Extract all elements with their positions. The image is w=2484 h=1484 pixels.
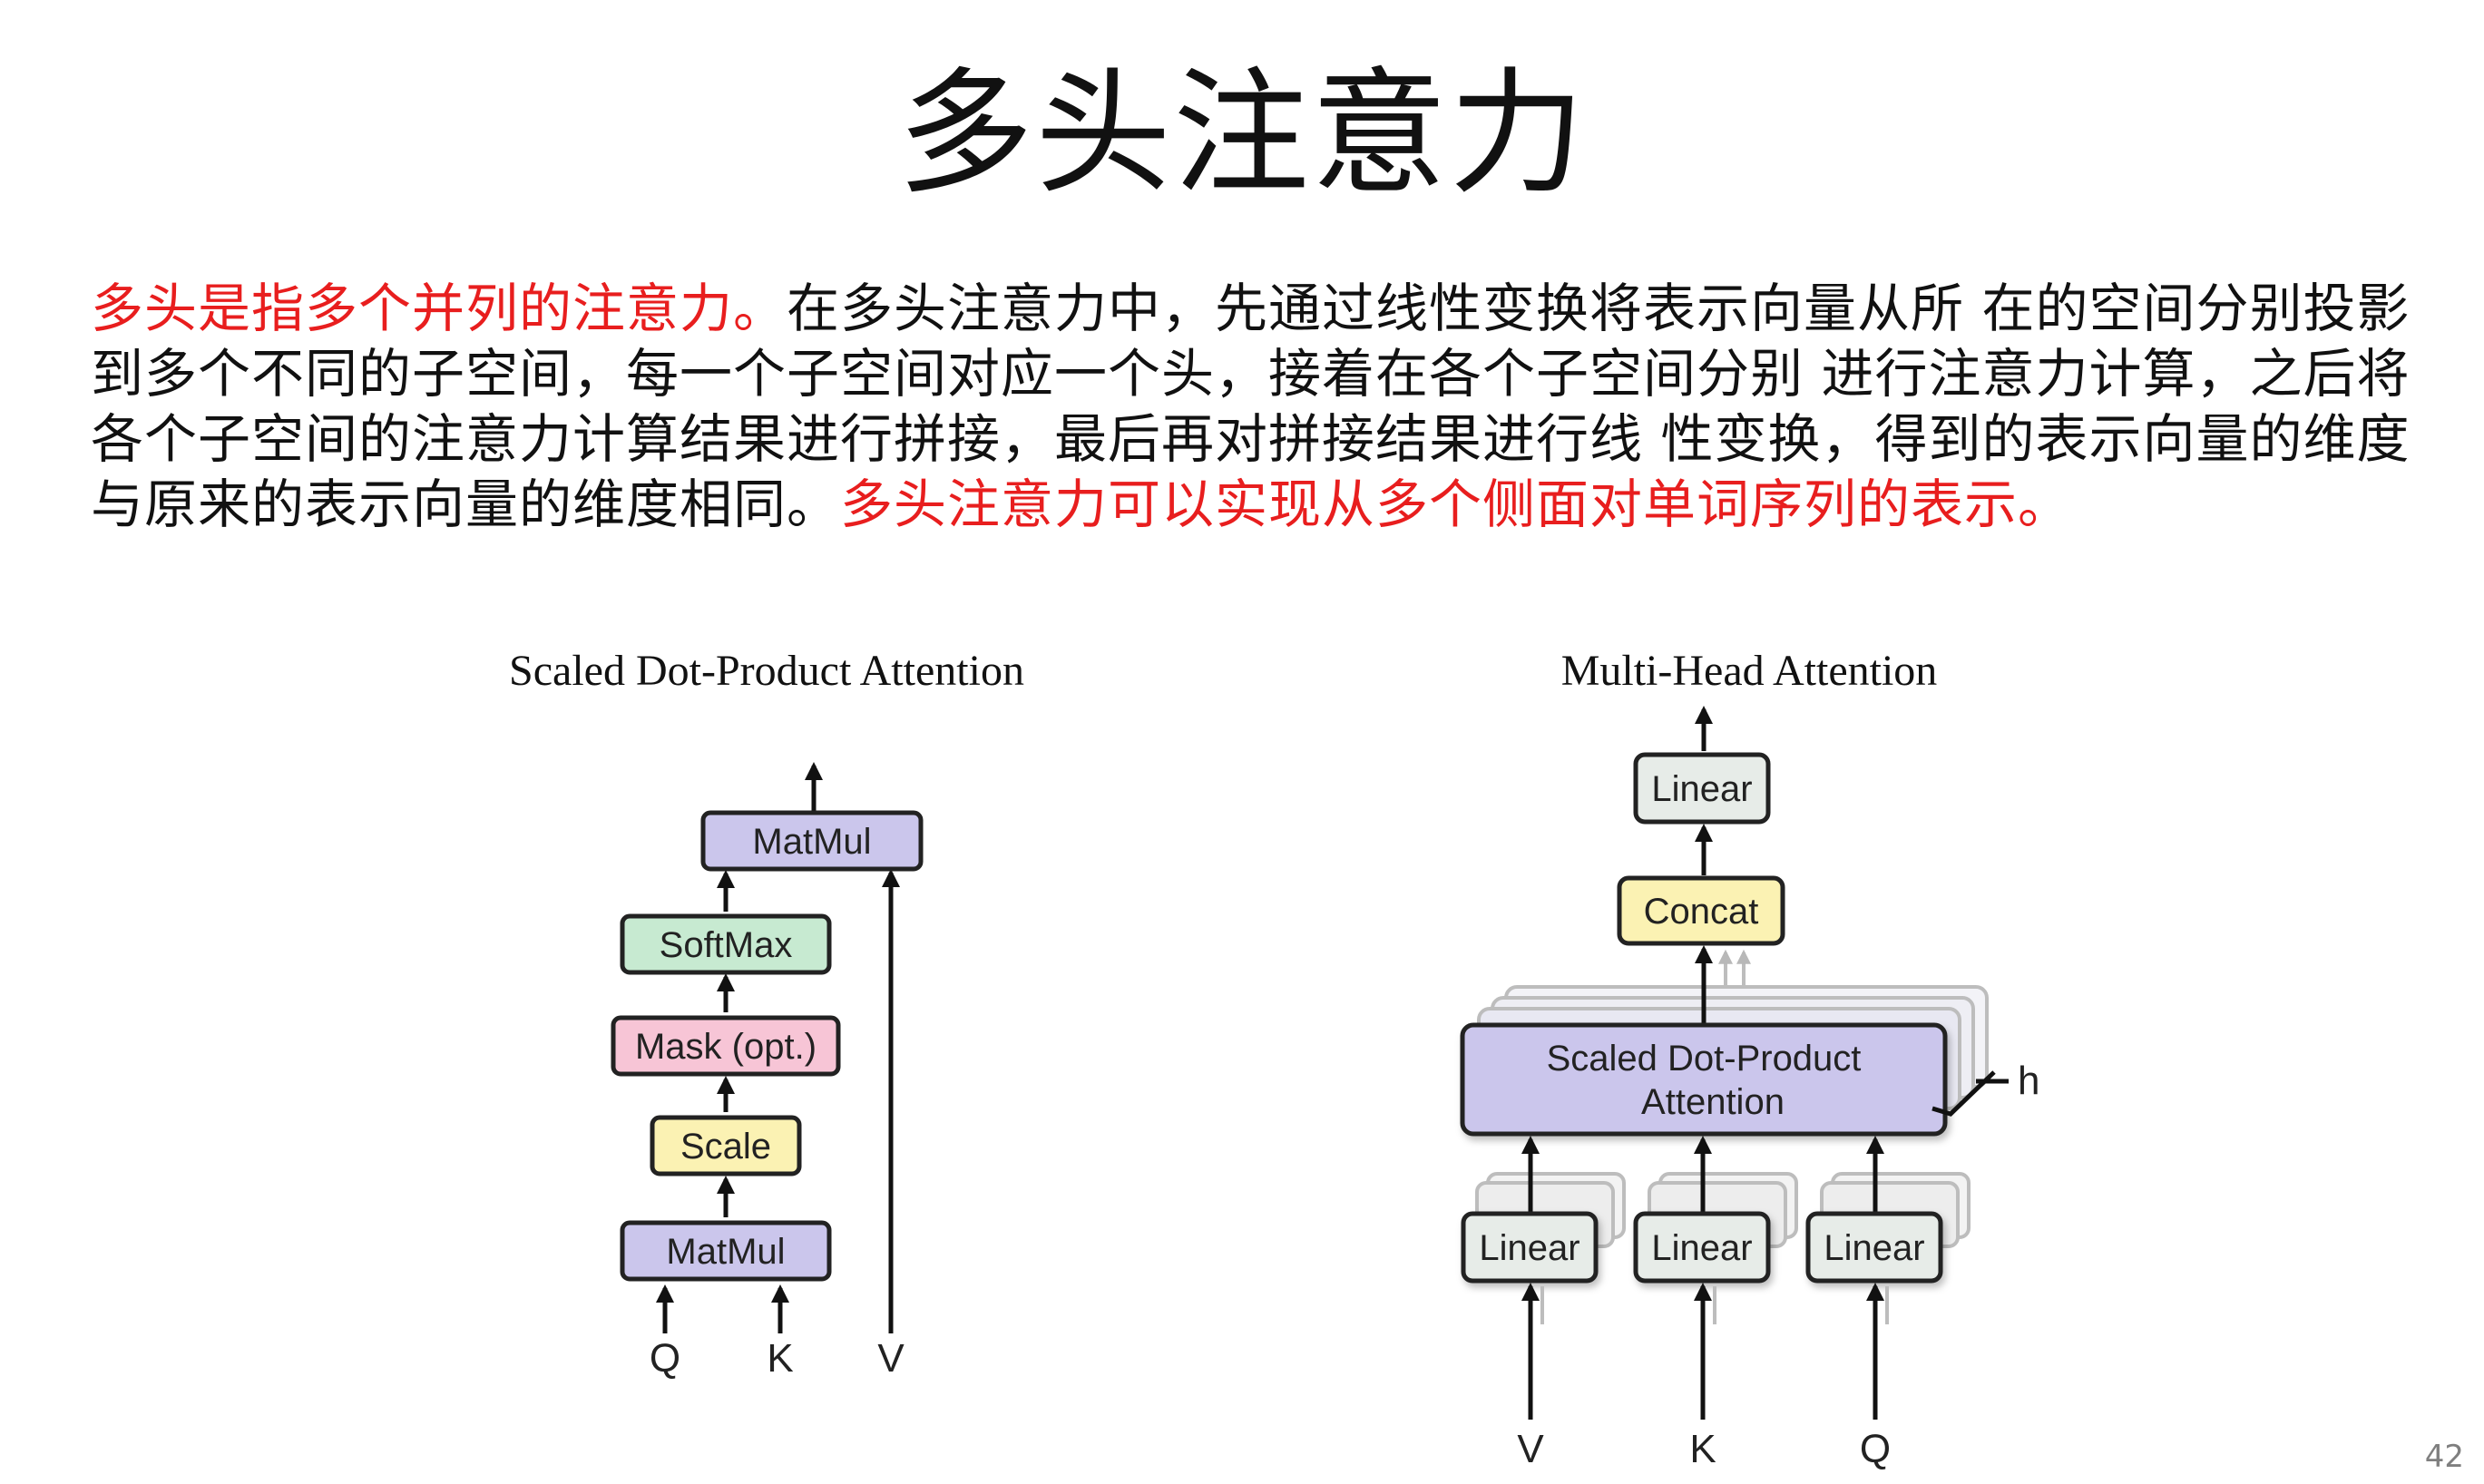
page-number: 42	[2424, 1439, 2464, 1475]
mask-box: Mask (opt.)	[611, 1015, 841, 1077]
scaled-dot-product-diagram: Scaled Dot-Product Attention MatMul Soft…	[509, 647, 1024, 1381]
left-diagram-title: Scaled Dot-Product Attention	[509, 647, 1024, 695]
right-input-q: Q	[1860, 1427, 1891, 1471]
mask-rect	[611, 1015, 841, 1077]
right-diagram-title: Multi-Head Attention	[1561, 647, 1938, 695]
softmax-rect	[620, 913, 832, 975]
concat-rect	[1617, 875, 1785, 946]
matmul-bottom-label: MatMul	[666, 1232, 785, 1272]
linear-top-label: Linear	[1651, 769, 1752, 809]
attention-label-line1: Scaled Dot-Product	[1547, 1039, 1862, 1079]
linear-k-rect	[1633, 1211, 1771, 1284]
linear-v-rect	[1461, 1211, 1599, 1284]
linear-q-label: Linear	[1824, 1228, 1924, 1268]
linear-k-label: Linear	[1651, 1228, 1752, 1268]
left-input-k: K	[767, 1336, 793, 1381]
slide-paragraph: 多头是指多个并列的注意力。在多头注意力中，先通过线性变换将表示向量从所 在的空间…	[91, 276, 2431, 537]
linear-q-rect	[1805, 1211, 1943, 1284]
left-input-q: Q	[650, 1336, 680, 1381]
mask-label: Mask (opt.)	[635, 1027, 817, 1067]
paragraph-red-tail: 多头注意力可以实现从多个侧面对单词序列的表示。	[840, 474, 2072, 535]
heads-bracket	[1931, 1070, 1996, 1117]
matmul-top-label: MatMul	[752, 822, 871, 862]
slide-title: 多头注意力	[896, 55, 1587, 213]
scale-box: Scale	[650, 1115, 802, 1176]
heads-label: h	[2018, 1059, 2039, 1103]
scale-label: Scale	[680, 1127, 771, 1167]
linear-top-box: Linear	[1633, 752, 1771, 825]
right-input-v: V	[1517, 1427, 1544, 1471]
multi-head-diagram: Multi-Head Attention Scaled Dot-Product …	[1460, 647, 2039, 1471]
matmul-top-box: MatMul	[700, 810, 924, 872]
softmax-label: SoftMax	[660, 925, 793, 965]
matmul-bottom-rect	[620, 1220, 832, 1282]
softmax-box: SoftMax	[620, 913, 832, 975]
paragraph-red-lead: 多头是指多个并列的注意力。	[91, 278, 787, 339]
attention-rect	[1460, 1022, 1948, 1137]
scaled-dot-product-attention-box: Scaled Dot-Product Attention	[1460, 1022, 1948, 1137]
right-input-k: K	[1689, 1427, 1716, 1471]
linear-top-rect	[1633, 752, 1771, 825]
paragraph-body: 在多头注意力中，先通过线性变换将表示向量从所 在的空间分别投影到多个不同的子空间…	[91, 278, 2411, 535]
matmul-top-rect	[700, 810, 924, 872]
scale-rect	[650, 1115, 802, 1176]
linear-v-label: Linear	[1479, 1228, 1579, 1268]
left-input-v: V	[877, 1336, 905, 1381]
attention-label-line2: Attention	[1641, 1082, 1785, 1122]
linear-q-box: Linear	[1805, 1211, 1943, 1284]
concat-box: Concat	[1617, 875, 1785, 946]
linear-k-box: Linear	[1633, 1211, 1771, 1284]
concat-label: Concat	[1644, 892, 1759, 932]
matmul-bottom-box: MatMul	[620, 1220, 832, 1282]
linear-v-box: Linear	[1461, 1211, 1599, 1284]
